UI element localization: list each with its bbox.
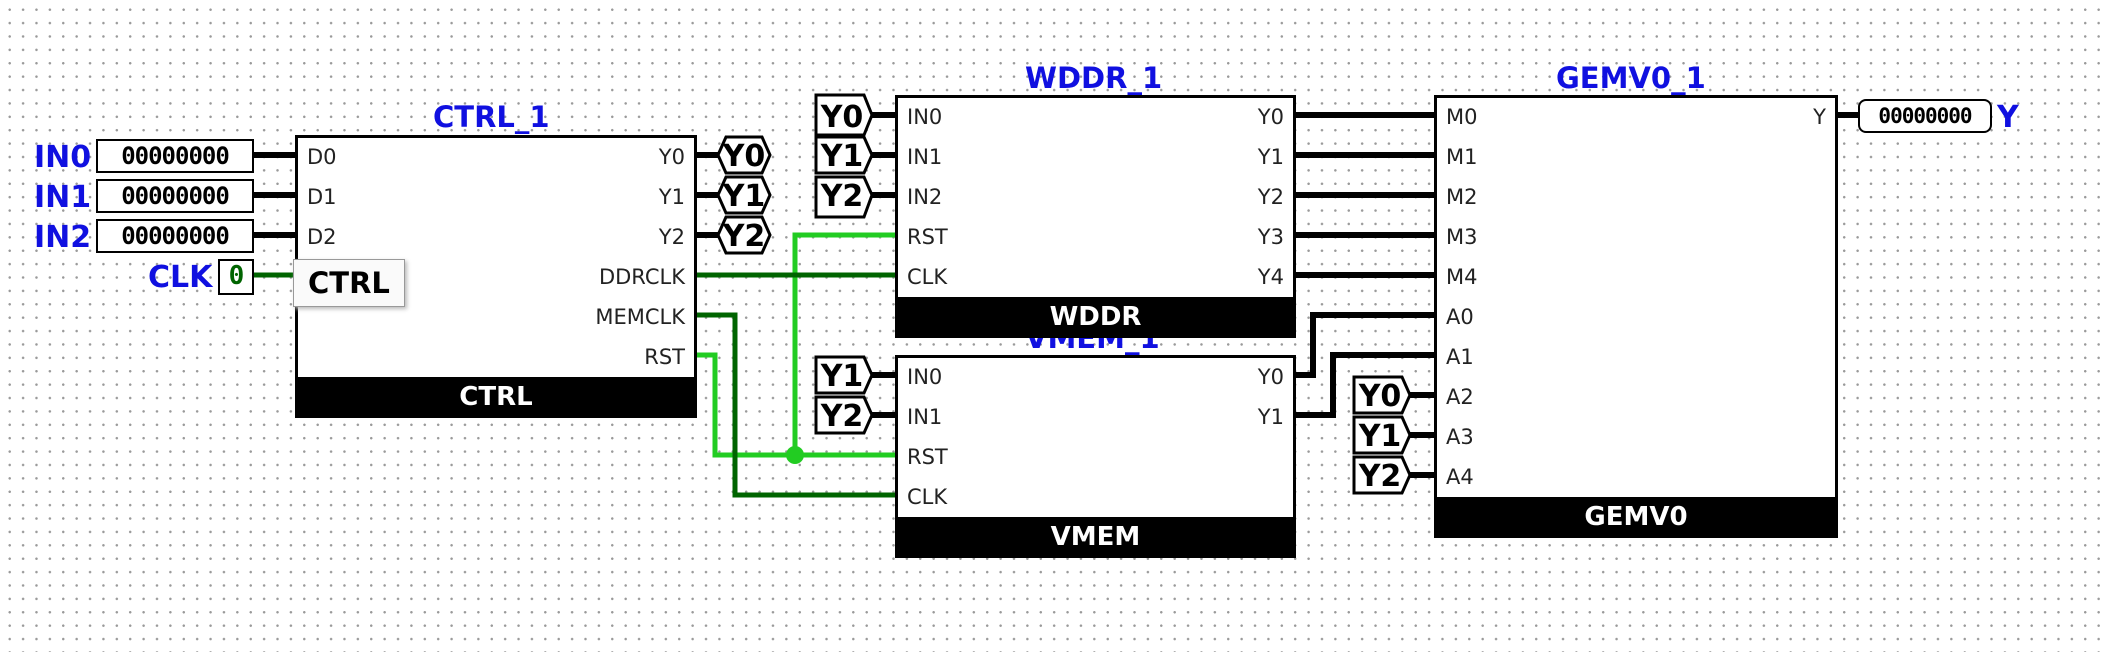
port-y1: Y1	[658, 185, 685, 209]
port-y0: Y0	[1257, 105, 1284, 129]
component-tooltip: CTRL	[293, 259, 405, 307]
tunnel-y1[interactable]: Y1	[716, 175, 776, 215]
gemv-component[interactable]: M0 M1 M2 M3 M4 A0 A1 A2 A3 A4 Y GEMV0	[1434, 95, 1838, 538]
port-y1: Y1	[1257, 405, 1284, 429]
tunnel-y2[interactable]: Y2	[814, 175, 874, 219]
port-a4: A4	[1446, 465, 1474, 489]
tunnel-y2[interactable]: Y2	[716, 215, 776, 255]
port-m0: M0	[1446, 105, 1478, 129]
port-m1: M1	[1446, 145, 1478, 169]
port-m2: M2	[1446, 185, 1478, 209]
port-rst: RST	[907, 225, 948, 249]
tunnel-y1[interactable]: Y1	[814, 135, 874, 175]
port-a0: A0	[1446, 305, 1474, 329]
tunnel-y1[interactable]: Y1	[1352, 415, 1414, 455]
instance-label-ctrl: CTRL_1	[433, 100, 550, 134]
svg-text:Y1: Y1	[820, 139, 864, 174]
port-a2: A2	[1446, 385, 1474, 409]
input-pin-label: IN2	[34, 220, 92, 255]
component-type-label: CTRL	[298, 377, 694, 415]
port-m4: M4	[1446, 265, 1478, 289]
svg-text:Y0: Y0	[820, 100, 864, 135]
port-clk: CLK	[907, 485, 948, 509]
instance-label-wddr: WDDR_1	[1025, 61, 1163, 95]
port-y1: Y1	[1257, 145, 1284, 169]
port-y2: Y2	[658, 225, 685, 249]
port-ddrclk: DDRCLK	[598, 265, 685, 289]
port-d1: D1	[307, 185, 337, 209]
svg-text:Y0: Y0	[722, 139, 766, 174]
port-memclk: MEMCLK	[595, 305, 685, 329]
port-y4: Y4	[1257, 265, 1284, 289]
output-pin-y: 00000000	[1858, 99, 1992, 133]
clock-pin-label: CLK	[148, 260, 213, 295]
port-y0: Y0	[1257, 365, 1284, 389]
port-y0: Y0	[658, 145, 685, 169]
input-pin-in1[interactable]: 00000000	[96, 179, 254, 213]
svg-text:Y1: Y1	[820, 359, 864, 394]
tunnel-y2[interactable]: Y2	[814, 395, 874, 435]
port-y3: Y3	[1257, 225, 1284, 249]
tunnel-y0[interactable]: Y0	[716, 135, 776, 175]
port-in0: IN0	[907, 105, 943, 129]
input-pin-in0[interactable]: 00000000	[96, 139, 254, 173]
svg-text:Y2: Y2	[820, 399, 864, 434]
wddr-component[interactable]: IN0 IN1 IN2 RST CLK Y0 Y1 Y2 Y3 Y4 WDDR	[895, 95, 1296, 338]
port-y: Y	[1813, 105, 1826, 129]
component-type-label: VMEM	[898, 517, 1293, 555]
port-clk: CLK	[907, 265, 948, 289]
port-d2: D2	[307, 225, 337, 249]
svg-text:Y1: Y1	[1358, 419, 1402, 454]
port-m3: M3	[1446, 225, 1478, 249]
port-rst: RST	[644, 345, 685, 369]
port-y2: Y2	[1257, 185, 1284, 209]
tunnel-y2[interactable]: Y2	[1352, 455, 1414, 495]
port-in0: IN0	[907, 365, 943, 389]
output-pin-label: Y	[1997, 100, 2019, 135]
instance-label-gemv: GEMV0_1	[1556, 61, 1706, 95]
vmem-component[interactable]: IN0 IN1 RST CLK Y0 Y1 VMEM	[895, 355, 1296, 558]
input-pin-label: IN1	[34, 180, 92, 215]
input-pin-label: IN0	[34, 140, 92, 175]
tunnel-y0[interactable]: Y0	[814, 93, 874, 137]
bus-wire[interactable]	[1290, 312, 1440, 378]
port-a1: A1	[1446, 345, 1474, 369]
port-d0: D0	[307, 145, 337, 169]
rst-wire[interactable]	[792, 232, 898, 455]
wire-junction	[786, 446, 804, 464]
svg-text:Y2: Y2	[722, 219, 766, 254]
clock-pin[interactable]: 0	[218, 259, 254, 295]
svg-text:Y0: Y0	[1358, 379, 1402, 414]
bus-wire[interactable]	[1290, 352, 1440, 418]
rst-wire[interactable]	[695, 352, 898, 458]
tunnel-y1[interactable]: Y1	[814, 355, 874, 395]
svg-text:Y2: Y2	[1358, 459, 1402, 494]
port-in1: IN1	[907, 405, 943, 429]
input-pin-in2[interactable]: 00000000	[96, 219, 254, 253]
tunnel-y0[interactable]: Y0	[1352, 375, 1414, 415]
port-in1: IN1	[907, 145, 943, 169]
memclk-wire[interactable]	[695, 312, 898, 498]
component-type-label: GEMV0	[1437, 497, 1835, 535]
port-a3: A3	[1446, 425, 1474, 449]
component-type-label: WDDR	[898, 297, 1293, 335]
svg-text:Y1: Y1	[722, 179, 766, 214]
port-rst: RST	[907, 445, 948, 469]
port-in2: IN2	[907, 185, 943, 209]
svg-text:Y2: Y2	[820, 179, 864, 214]
